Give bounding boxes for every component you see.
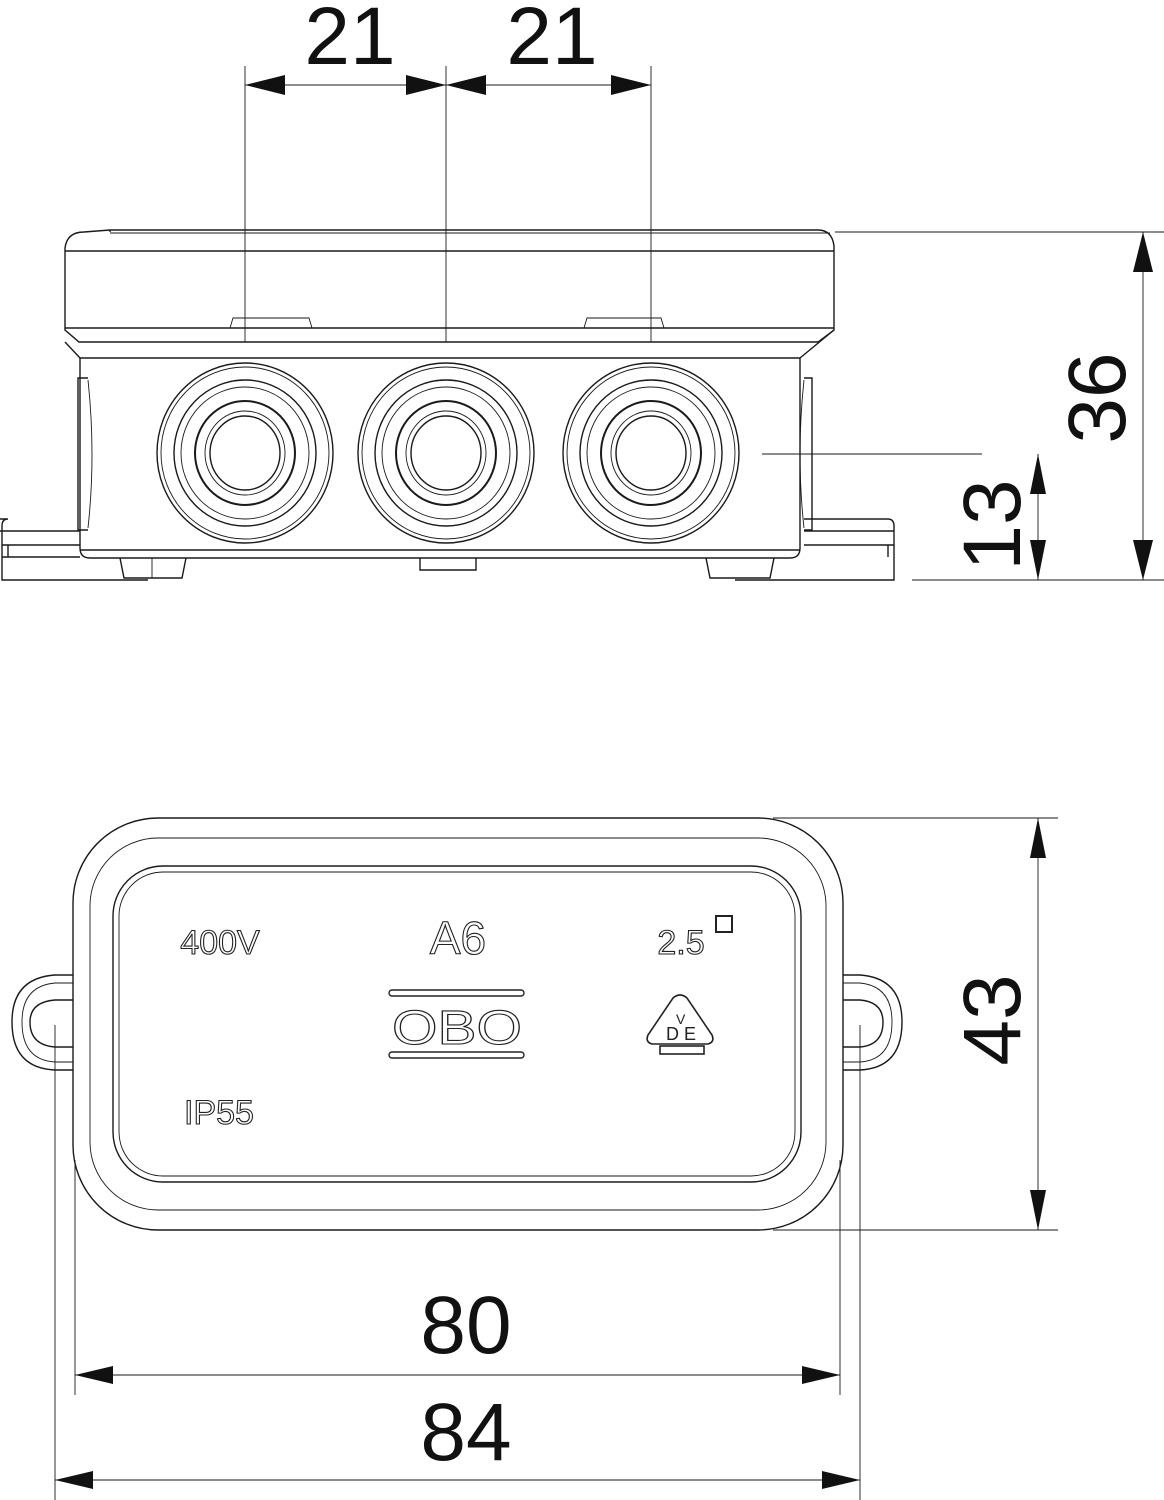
side-view: 21 21 bbox=[0, 0, 1164, 581]
svg-text:V: V bbox=[676, 1011, 686, 1027]
dim-total-height: 36 bbox=[1052, 352, 1143, 443]
dimension-height: 36 13 bbox=[762, 231, 1164, 581]
cross-section-marking: 2.5 bbox=[657, 915, 733, 963]
brand-label: OBO bbox=[392, 1002, 522, 1055]
svg-text:E: E bbox=[684, 1024, 696, 1044]
dimension-depth: 43 bbox=[773, 817, 1058, 1231]
obo-logo: OBO bbox=[388, 989, 525, 1059]
model-label: A6 bbox=[430, 912, 486, 964]
cable-entry-1 bbox=[156, 362, 334, 544]
vde-certification-icon: D V E bbox=[646, 994, 714, 1055]
dim-body-width: 80 bbox=[420, 1280, 511, 1371]
dim-entry-height: 13 bbox=[947, 479, 1038, 570]
svg-text:2.5: 2.5 bbox=[657, 924, 704, 962]
dim-pitch-left: 21 bbox=[304, 0, 395, 82]
dimension-width: 80 84 bbox=[54, 1025, 861, 1500]
top-view: 400V A6 IP55 2.5 OBO D V E bbox=[11, 817, 1058, 1500]
mounting-feet bbox=[0, 518, 895, 581]
voltage-label: 400V bbox=[180, 924, 260, 962]
svg-text:D: D bbox=[666, 1024, 679, 1044]
dim-overall-width: 84 bbox=[420, 1387, 511, 1478]
dim-depth: 43 bbox=[947, 974, 1038, 1065]
dimension-entry-pitch: 21 21 bbox=[244, 0, 652, 342]
cable-entry-2 bbox=[357, 362, 535, 544]
protection-label: IP55 bbox=[184, 1094, 254, 1132]
lid bbox=[64, 229, 835, 343]
cable-entry-3 bbox=[562, 362, 740, 544]
dim-pitch-right: 21 bbox=[506, 0, 597, 82]
box-body bbox=[77, 357, 813, 559]
box-outline bbox=[72, 817, 844, 1231]
